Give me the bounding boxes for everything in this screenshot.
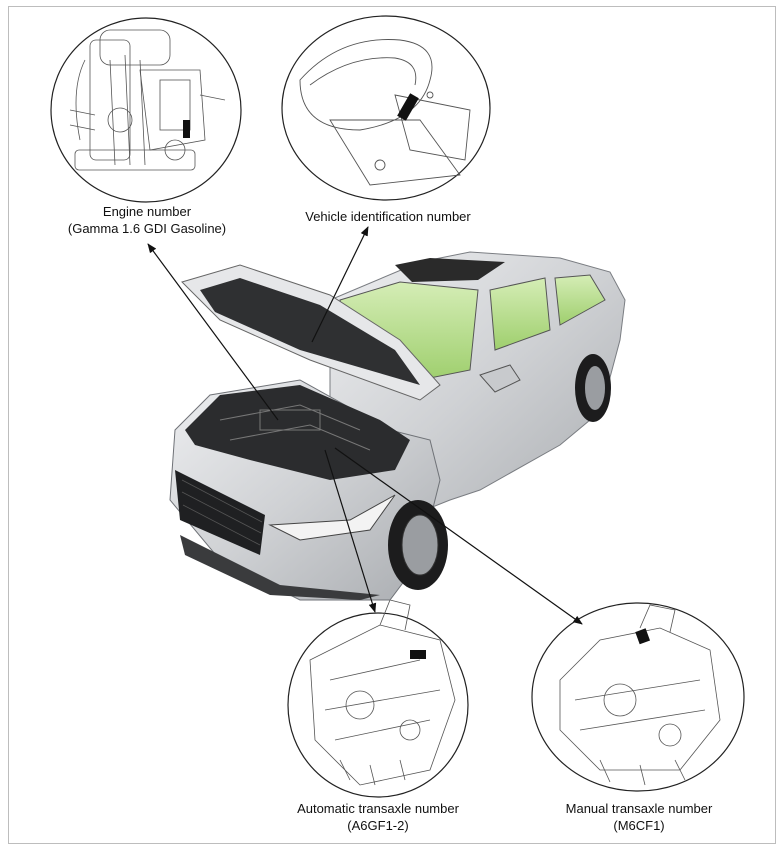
- vin-detail-callout: [281, 15, 491, 201]
- manual-transaxle-label-line1: Manual transaxle number: [565, 801, 713, 816]
- engine-label-line1: Engine number: [102, 204, 192, 219]
- automatic-transaxle-drawing-icon: [309, 599, 456, 786]
- engine-number-label: Engine number (Gamma 1.6 GDI Gasoline): [40, 203, 254, 237]
- pointer-lines: [147, 226, 583, 625]
- auto-transaxle-callout: [287, 599, 469, 798]
- manual-transaxle-drawing-icon: [559, 604, 721, 786]
- cowl-panel-drawing-icon: [299, 39, 471, 186]
- vin-pointer-arrow: [311, 226, 369, 343]
- vin-marker: [397, 93, 419, 121]
- manual-transaxle-label-line2: (M6CF1): [613, 818, 665, 833]
- auto-transaxle-marker: [410, 650, 426, 659]
- engine-bay-drawing-icon: [69, 29, 226, 171]
- vin-label-line1: Vehicle identification number: [305, 209, 471, 224]
- manual-transaxle-callout: [531, 602, 745, 792]
- vin-label: Vehicle identification number: [268, 208, 508, 225]
- engine-detail-callout: [50, 17, 242, 203]
- manual-transaxle-label: Manual transaxle number (M6CF1): [536, 800, 742, 834]
- manual-transaxle-pointer-arrow: [334, 447, 583, 625]
- manual-transaxle-marker: [635, 628, 651, 645]
- engine-pointer-arrow: [147, 243, 279, 421]
- auto-transaxle-label-line2: (A6GF1-2): [347, 818, 409, 833]
- auto-transaxle-pointer-arrow: [324, 449, 377, 613]
- vehicle-sedan-hood-open-icon: [169, 251, 626, 601]
- engine-label-line2: (Gamma 1.6 GDI Gasoline): [67, 221, 227, 236]
- auto-transaxle-label: Automatic transaxle number (A6GF1-2): [270, 800, 486, 834]
- engine-number-marker: [183, 120, 190, 138]
- figure-frame: [8, 6, 776, 844]
- auto-transaxle-label-line1: Automatic transaxle number: [297, 801, 459, 816]
